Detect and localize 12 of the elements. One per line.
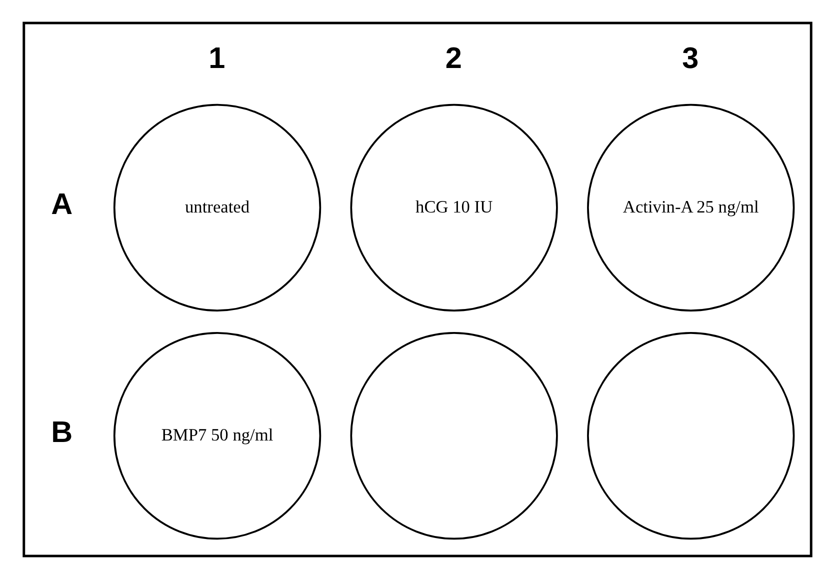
label: B	[51, 416, 73, 450]
cluster	[22, 22, 812, 558]
node-circle: BMP7 50 ng/ml	[113, 332, 322, 540]
label: 1	[208, 42, 226, 75]
node-circle	[587, 332, 795, 540]
label: 2	[445, 42, 462, 75]
label: A	[51, 188, 73, 222]
node-circle: Activin-A 25 ng/ml	[587, 104, 795, 312]
node-circle	[350, 332, 558, 540]
node-circle: untreated	[113, 104, 322, 312]
node-circle: hCG 10 IU	[350, 104, 558, 312]
label: 3	[682, 42, 699, 75]
